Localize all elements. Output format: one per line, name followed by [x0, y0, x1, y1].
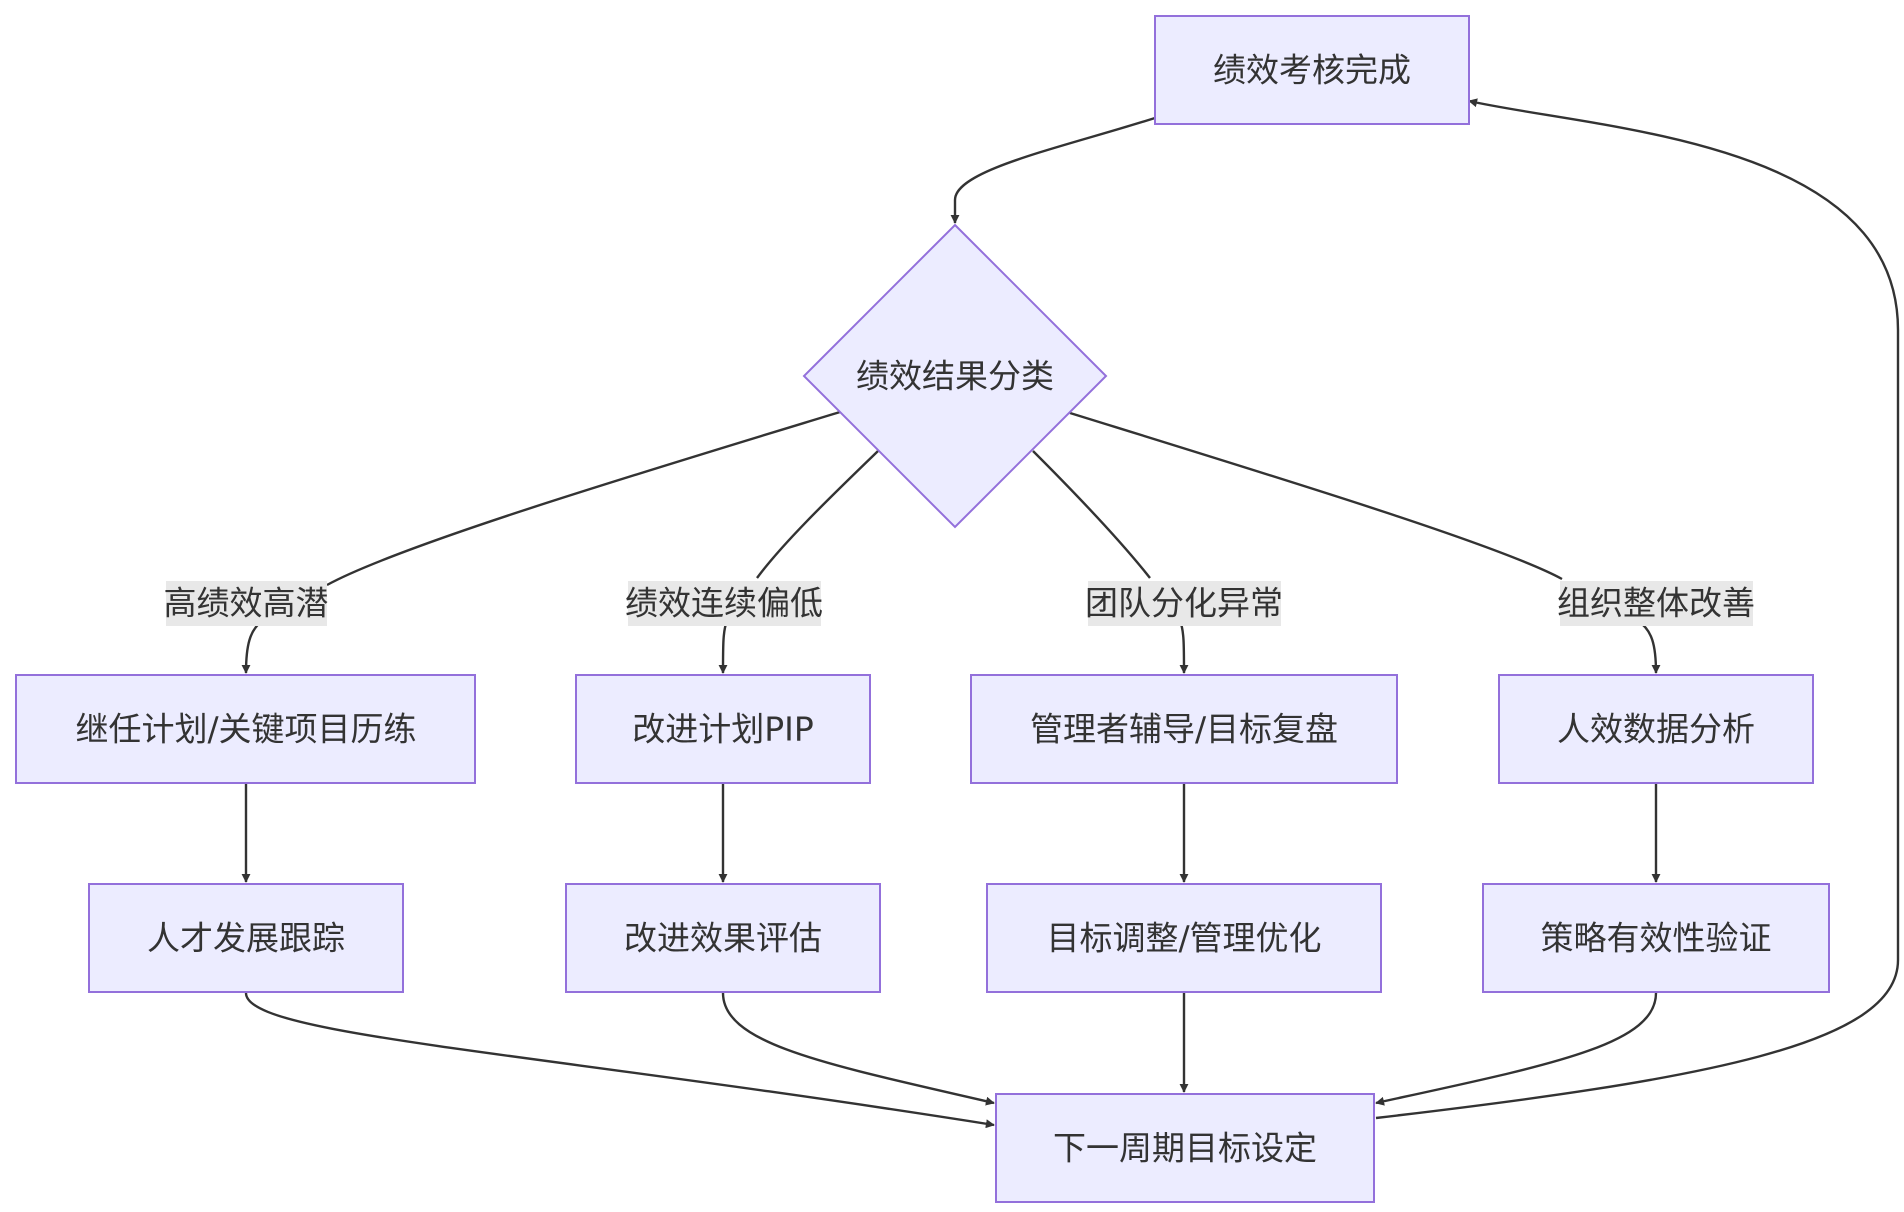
- edge-label-high-text: 高绩效高潜: [164, 584, 329, 623]
- edge-decision-to-high: [246, 410, 841, 673]
- edge-low2-to-next: [721, 992, 995, 1106]
- node-org-2-label: 策略有效性验证: [1541, 919, 1772, 958]
- node-decision[interactable]: 绩效结果分类: [802, 223, 1108, 529]
- node-org-1[interactable]: 人效数据分析: [1498, 674, 1814, 784]
- edge-decision-to-org: [1069, 411, 1656, 673]
- node-high-1[interactable]: 继任计划/关键项目历练: [15, 674, 476, 784]
- edge-label-high: 高绩效高潜: [164, 581, 329, 626]
- edge-start-to-decision: [950, 116, 1156, 224]
- node-low-1[interactable]: 改进计划PIP: [575, 674, 871, 784]
- edge-label-org-text: 组织整体改善: [1557, 584, 1755, 623]
- nodes: 绩效考核完成 绩效结果分类 继任计划/关键项目历练 改进计划PIP 管理者辅导/…: [15, 15, 1830, 1203]
- node-low-2-label: 改进效果评估: [624, 919, 822, 958]
- edge-label-low-text: 绩效连续偏低: [625, 584, 823, 623]
- node-team-1-label: 管理者辅导/目标复盘: [1030, 710, 1338, 749]
- node-high-2[interactable]: 人才发展跟踪: [88, 883, 404, 993]
- node-team-2[interactable]: 目标调整/管理优化: [986, 883, 1382, 993]
- node-start[interactable]: 绩效考核完成: [1154, 15, 1470, 125]
- edge-decision-to-low: [723, 450, 879, 673]
- edge-org2-to-next: [1375, 992, 1658, 1106]
- node-org-1-label: 人效数据分析: [1557, 710, 1755, 749]
- node-next[interactable]: 下一周期目标设定: [995, 1093, 1375, 1203]
- node-low-1-label: 改进计划PIP: [632, 710, 814, 749]
- node-org-2[interactable]: 策略有效性验证: [1482, 883, 1830, 993]
- edge-decision-to-team: [1032, 450, 1184, 673]
- edge-label-team: 团队分化异常: [1085, 581, 1283, 626]
- node-high-2-label: 人才发展跟踪: [147, 919, 345, 958]
- edge-next-to-start: [1375, 98, 1900, 1120]
- node-next-label: 下一周期目标设定: [1053, 1129, 1317, 1168]
- node-low-2[interactable]: 改进效果评估: [565, 883, 881, 993]
- edge-high2-to-next: [244, 992, 995, 1129]
- node-high-1-label: 继任计划/关键项目历练: [75, 710, 416, 749]
- edge-label-org: 组织整体改善: [1557, 581, 1755, 626]
- edge-labels: 高绩效高潜 绩效连续偏低 团队分化异常 组织整体改善: [164, 581, 1755, 626]
- node-team-1[interactable]: 管理者辅导/目标复盘: [970, 674, 1398, 784]
- node-start-label: 绩效考核完成: [1213, 51, 1411, 90]
- edge-label-low: 绩效连续偏低: [625, 581, 823, 626]
- edge-label-team-text: 团队分化异常: [1085, 584, 1283, 623]
- node-team-2-label: 目标调整/管理优化: [1046, 919, 1321, 958]
- node-decision-label: 绩效结果分类: [856, 357, 1054, 396]
